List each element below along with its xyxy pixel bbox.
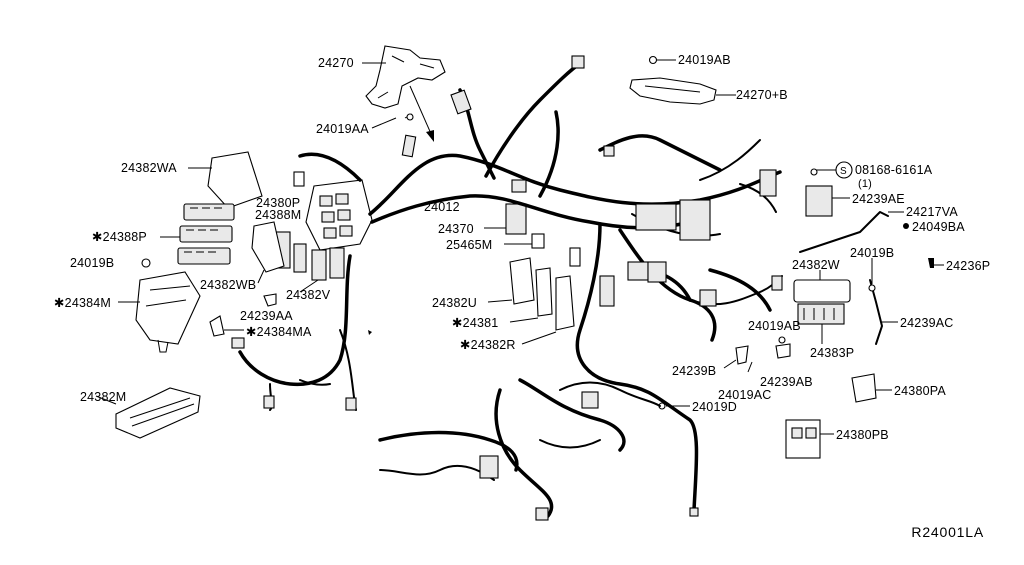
label-24388M: 24388M	[255, 208, 302, 222]
label-24382WB: 24382WB	[200, 278, 257, 292]
clip-small	[368, 330, 372, 335]
label-24012: 24012	[424, 200, 460, 214]
fuse-24382V	[311, 247, 345, 281]
label-25465M: 25465M	[446, 238, 493, 252]
label-24382R: ✱24382R	[460, 338, 516, 352]
label-24382M: 24382M	[80, 390, 127, 404]
relay-24384MA	[209, 315, 225, 337]
label-24270B: 24270+B	[736, 88, 788, 102]
label-24384MA: ✱24384MA	[246, 325, 312, 339]
label-24019AB: 24019AB	[678, 53, 731, 67]
label-24019D: 24019D	[692, 400, 737, 414]
label-24239AE: 24239AE	[852, 192, 905, 206]
bolt-08168	[810, 168, 818, 176]
bolt-24019AA	[406, 113, 414, 121]
label-24239AB: 24239AB	[760, 375, 813, 389]
main-harness-24012	[368, 60, 783, 512]
fuse-blocks-24388P	[177, 203, 235, 265]
label-24382W: 24382W	[792, 258, 840, 272]
bolt-symbol-letter: S	[840, 166, 847, 177]
label-24380PA: 24380PA	[894, 384, 946, 398]
bracket-24270B	[629, 77, 717, 105]
cover-24382R	[555, 275, 575, 331]
connectors	[231, 55, 783, 521]
label-24270: 24270	[318, 56, 354, 70]
cover-24382WB	[251, 221, 285, 273]
label-08168: 08168-6161A	[855, 163, 933, 177]
label-24381: ✱24381	[452, 316, 499, 330]
leader-24382R	[521, 331, 557, 345]
cover-24382U	[509, 257, 535, 305]
label-24380PB: 24380PB	[836, 428, 889, 442]
label-24239AC: 24239AC	[900, 316, 954, 330]
clip-24236P	[928, 258, 934, 268]
relay-24370	[505, 203, 527, 235]
label-24370: 24370	[438, 222, 474, 236]
fuse-25465M	[531, 233, 545, 249]
bracket-24239AA	[263, 293, 277, 307]
label-24380P: 24380P	[256, 196, 301, 210]
relay-24239AE	[805, 185, 833, 217]
direction-arrow	[409, 85, 433, 137]
label-24217VA: 24217VA	[906, 205, 958, 219]
label-24049BA: 24049BA	[912, 220, 965, 234]
label-08168-qty: (1)	[858, 178, 873, 190]
label-24384M: ✱24384M	[54, 296, 112, 310]
clip-24049BA	[903, 223, 909, 229]
relay-24381	[535, 267, 553, 317]
label-24382V: 24382V	[286, 288, 331, 302]
label-24236P: 24236P	[946, 259, 991, 273]
bracket-24239AB-small	[735, 345, 749, 365]
bracket-24217VA	[799, 211, 889, 253]
cover-24382M	[115, 387, 201, 439]
label-24383P: 24383P	[810, 346, 855, 360]
leader-24382V	[257, 269, 319, 293]
label-24382U: 24382U	[432, 296, 477, 310]
module-24384M	[135, 271, 201, 353]
bolt-24019B-left	[141, 258, 151, 268]
fuse-small	[569, 247, 581, 267]
bolt-24019AB	[648, 55, 658, 65]
label-24019AA: 24019AA	[316, 122, 369, 136]
bracket-24239AB	[775, 343, 791, 359]
label-24239AA: 24239AA	[240, 309, 293, 323]
label-24388P: ✱24388P	[92, 230, 147, 244]
cover-24382WA	[207, 151, 263, 209]
label-24382WA: 24382WA	[121, 161, 177, 175]
cover-24382W	[793, 279, 851, 325]
label-24019B-left: 24019B	[70, 256, 115, 270]
relay-24380P	[293, 171, 305, 187]
leader-24239B	[723, 359, 753, 373]
engine-harness	[378, 378, 661, 518]
bolt-24019B-right	[868, 284, 876, 292]
relay-24380PA	[851, 373, 877, 403]
bracket-24270	[365, 45, 446, 109]
leader-24382U	[487, 299, 513, 303]
leader-24019AA	[371, 113, 413, 129]
bolt-24019AB-lower	[778, 336, 786, 344]
leader-24382M	[95, 395, 117, 405]
arrow-head	[426, 130, 434, 142]
fuse-box-main	[305, 179, 373, 251]
label-24019AC: 24019AC	[718, 388, 772, 402]
diagram-reference-code: R24001LA	[911, 524, 984, 540]
label-24019AB-lower: 24019AB	[748, 319, 801, 333]
relay-box-24380PB	[785, 419, 821, 459]
leader-24381	[509, 317, 539, 323]
label-24239B: 24239B	[672, 364, 717, 378]
label-24019B-right: 24019B	[850, 246, 895, 260]
